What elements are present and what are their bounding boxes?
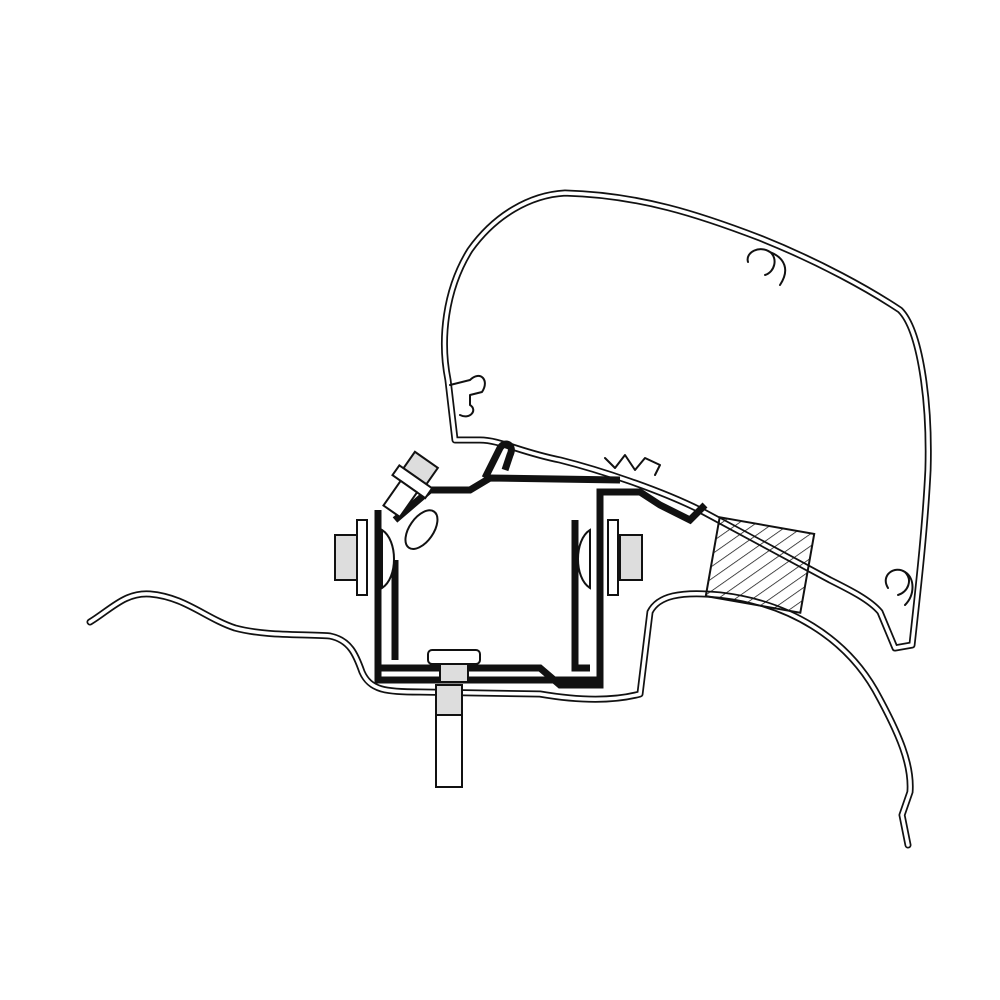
seal-block-hatched [704,516,816,614]
awning-housing-profile [441,189,932,652]
left-bolt [334,519,395,596]
angled-bolt [382,450,440,550]
mounting-stud [427,649,481,788]
right-bolt [577,519,643,596]
vehicle-roof-contour [86,590,914,849]
